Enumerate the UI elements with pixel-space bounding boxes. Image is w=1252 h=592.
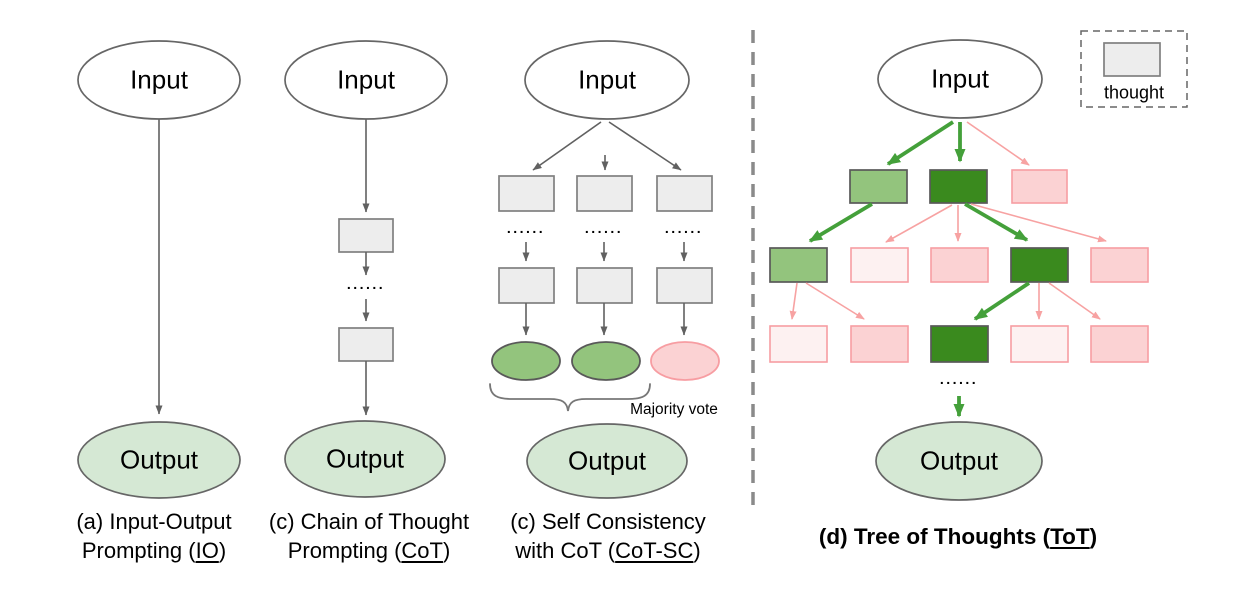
tot-ellipsis: ...... xyxy=(939,371,979,387)
cotsc-box-r2c2 xyxy=(576,267,633,304)
tot-output-ellipse xyxy=(875,421,1043,501)
cotsc-box-r1c1 xyxy=(498,175,555,212)
cotsc-output-label: Output xyxy=(567,445,647,476)
tot-box-l1c2 xyxy=(929,169,988,204)
cot-ellipsis: ...... xyxy=(346,276,386,292)
caption-cotsc-abbr: CoT-SC xyxy=(615,538,694,563)
cot-output-label: Output xyxy=(325,443,405,474)
tot-arrow-l1c2-l2c5 xyxy=(970,203,1107,243)
majority-vote-brace xyxy=(489,383,651,412)
io-input-label: Input xyxy=(130,64,188,95)
tot-arrow-l2c1-l3c2 xyxy=(805,282,865,320)
panel-tot xyxy=(769,30,1188,501)
cotsc-ellipsis-3: ...... xyxy=(664,220,704,236)
cotsc-ellipsis-1: ...... xyxy=(506,220,546,236)
tot-input-ellipse xyxy=(877,39,1043,119)
tot-box-l2c3 xyxy=(930,247,989,283)
caption-cotsc-line2: with CoT (CoT-SC) xyxy=(515,538,701,563)
cot-output-ellipse xyxy=(284,420,446,498)
tot-box-l1c3 xyxy=(1011,169,1068,204)
caption-io-abbr: IO xyxy=(195,538,219,563)
tot-box-l3c3 xyxy=(930,325,989,363)
tot-box-l2c2 xyxy=(850,247,909,283)
caption-cotsc-line1: (c) Self Consistency xyxy=(510,509,706,534)
cotsc-branch-arrow-left xyxy=(532,121,602,171)
cot-thought-box-1 xyxy=(338,218,394,253)
tot-arrow-in-l1c3 xyxy=(966,121,1030,166)
cot-input-ellipse xyxy=(284,40,448,120)
tot-arrow-in-l1c1 xyxy=(886,120,955,166)
tot-arrow-l2c4-l3c5 xyxy=(1048,282,1101,320)
caption-cot-abbr: CoT xyxy=(401,538,443,563)
cotsc-box-r1c3 xyxy=(656,175,713,212)
caption-tot: (d) Tree of Thoughts (ToT) xyxy=(818,524,1098,549)
io-input-ellipse xyxy=(77,40,241,120)
tot-input-label: Input xyxy=(931,63,989,94)
caption-cot-line1: (c) Chain of Thought xyxy=(268,509,470,534)
cotsc-output-ellipse xyxy=(526,423,688,499)
cotsc-box-r2c1 xyxy=(498,267,555,304)
tot-box-l2c1 xyxy=(769,247,828,283)
tot-box-l3c5 xyxy=(1090,325,1149,363)
io-output-label: Output xyxy=(119,444,199,475)
tot-box-l3c2 xyxy=(850,325,909,363)
panel-cot xyxy=(284,40,448,498)
cot-thought-box-2 xyxy=(338,327,394,362)
cotsc-input-ellipse xyxy=(524,40,690,120)
cotsc-branch-arrow-right xyxy=(608,121,682,171)
tot-arrow-l1c2-l2c4 xyxy=(964,202,1029,242)
cotsc-result-ellipse-green-2 xyxy=(571,341,641,381)
tot-box-l3c1 xyxy=(769,325,828,363)
caption-cot-sc: (c) Self Consistency with CoT (CoT-SC) xyxy=(458,507,758,565)
tot-box-l3c4 xyxy=(1010,325,1069,363)
caption-io: (a) Input-Output Prompting (IO) xyxy=(4,507,304,565)
tot-output-label: Output xyxy=(919,445,999,476)
tot-box-l1c1 xyxy=(849,169,908,204)
caption-io-line1: (a) Input-Output xyxy=(76,509,232,534)
cotsc-box-r1c2 xyxy=(576,175,633,212)
cotsc-input-label: Input xyxy=(578,64,636,95)
tot-arrow-l1c2-l2c2 xyxy=(885,204,953,243)
cotsc-ellipsis-2: ...... xyxy=(584,220,624,236)
io-output-ellipse xyxy=(77,421,241,499)
caption-tot-abbr: ToT xyxy=(1050,524,1090,549)
legend-thought-label: thought xyxy=(1103,82,1165,103)
tot-arrow-l1c1-l2c1 xyxy=(808,202,873,243)
cotsc-box-r2c3 xyxy=(656,267,713,304)
caption-io-line2: Prompting (IO) xyxy=(81,538,227,563)
cotsc-result-ellipse-pink xyxy=(650,341,720,381)
tot-arrow-l2c4-l3c3 xyxy=(973,281,1031,321)
panel-io xyxy=(77,40,241,499)
tot-arrow-l2c1-l3c1 xyxy=(789,282,798,320)
legend xyxy=(1080,30,1188,108)
legend-thought-box xyxy=(1103,42,1161,77)
caption-cot: (c) Chain of Thought Prompting (CoT) xyxy=(219,507,519,565)
tot-box-l2c5 xyxy=(1090,247,1149,283)
majority-vote-label: Majority vote xyxy=(630,401,718,418)
panel-cot-sc xyxy=(489,40,720,499)
cotsc-result-ellipse-green-1 xyxy=(491,341,561,381)
caption-cot-line2: Prompting (CoT) xyxy=(287,538,451,563)
cot-input-label: Input xyxy=(337,64,395,95)
tot-box-l2c4 xyxy=(1010,247,1069,283)
